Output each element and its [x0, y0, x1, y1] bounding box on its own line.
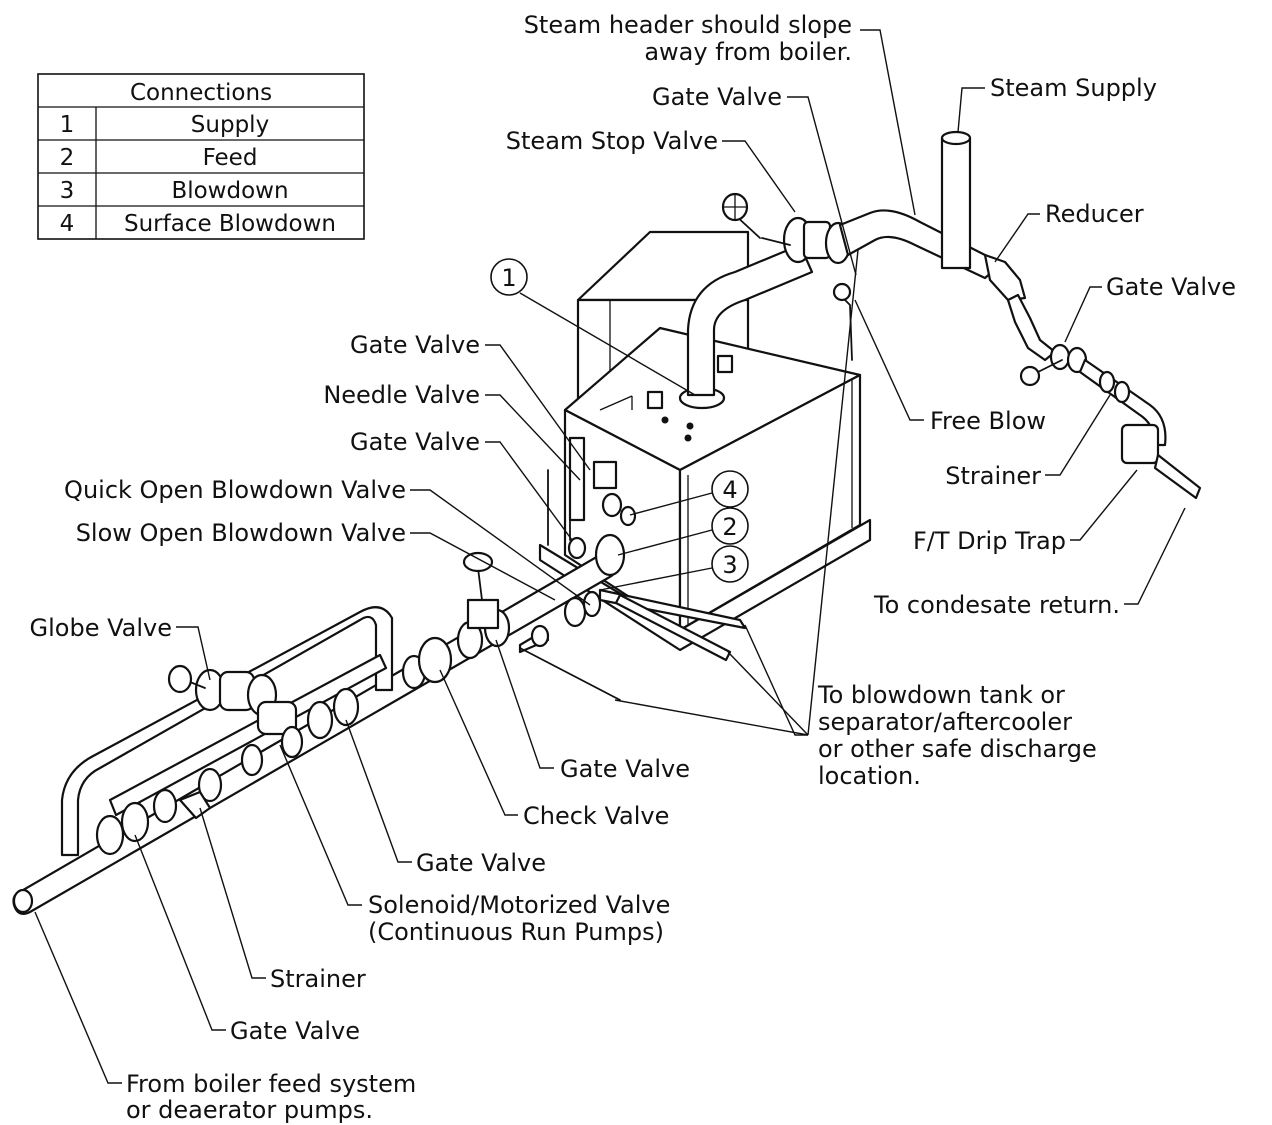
feedwater-piping — [12, 533, 626, 915]
label-steam-supply: Steam Supply — [990, 74, 1157, 102]
label-quick-open-blowdown: Quick Open Blowdown Valve — [64, 476, 406, 504]
label-drip-trap: F/T Drip Trap — [913, 527, 1066, 555]
label-solenoid-valve: Solenoid/Motorized Valve — [368, 891, 670, 919]
badge-4: 4 — [722, 476, 737, 504]
label-blowdown-tank: To blowdown tank or — [817, 681, 1065, 709]
label-check-valve: Check Valve — [523, 802, 669, 830]
label-steam-stop-valve: Steam Stop Valve — [506, 127, 718, 155]
label-header-slope-2: away from boiler. — [644, 38, 852, 66]
label-gate-valve-bottom: Gate Valve — [230, 1017, 360, 1045]
callout-labels: Steam header should slope away from boil… — [30, 11, 1237, 1124]
label-gate-valve-mid: Gate Valve — [350, 428, 480, 456]
label-gate-valve-top: Gate Valve — [652, 83, 782, 111]
table-row-4-number: 4 — [60, 211, 75, 237]
label-blowdown-tank-2: separator/aftercooler — [818, 708, 1072, 736]
connections-table: Connections 1 Supply 2 Feed 3 Blowdown 4… — [37, 73, 365, 240]
badge-3: 3 — [722, 551, 737, 579]
leader-lines — [34, 29, 1186, 1084]
blowdown-piping — [518, 588, 747, 701]
badge-1: 1 — [501, 264, 516, 292]
label-condensate-return: To condesate return. — [873, 591, 1120, 619]
label-gate-valve-right: Gate Valve — [1106, 273, 1236, 301]
label-feed-source-2: or deaerator pumps. — [126, 1096, 373, 1124]
label-free-blow: Free Blow — [930, 407, 1046, 435]
label-solenoid-valve-2: (Continuous Run Pumps) — [368, 918, 664, 946]
table-row-2-number: 2 — [60, 145, 75, 171]
label-strainer-right: Strainer — [945, 462, 1041, 490]
badge-2: 2 — [722, 513, 737, 541]
label-reducer: Reducer — [1045, 200, 1144, 228]
connection-badges: 1 4 2 3 — [490, 258, 749, 591]
table-row-3-name: Blowdown — [171, 178, 288, 204]
table-row-3-number: 3 — [60, 178, 75, 204]
label-feed-source: From boiler feed system — [126, 1070, 416, 1098]
label-gate-valve-upper: Gate Valve — [350, 331, 480, 359]
table-row-2-name: Feed — [203, 145, 258, 171]
table-row-4-name: Surface Blowdown — [124, 211, 336, 237]
steam-supply-piping — [686, 130, 1202, 500]
label-blowdown-tank-3: or other safe discharge — [818, 735, 1097, 763]
label-gate-valve-check: Gate Valve — [560, 755, 690, 783]
label-strainer-left: Strainer — [270, 965, 366, 993]
table-row-1-name: Supply — [191, 112, 269, 138]
table-row-1-number: 1 — [60, 112, 75, 138]
label-header-slope: Steam header should slope — [524, 11, 852, 39]
label-blowdown-tank-4: location. — [818, 762, 921, 790]
label-slow-open-blowdown: Slow Open Blowdown Valve — [76, 519, 406, 547]
boiler-trim — [547, 436, 637, 560]
table-title: Connections — [130, 80, 272, 106]
label-needle-valve: Needle Valve — [323, 381, 480, 409]
label-globe-valve: Globe Valve — [30, 614, 172, 642]
label-gate-valve-lower: Gate Valve — [416, 849, 546, 877]
